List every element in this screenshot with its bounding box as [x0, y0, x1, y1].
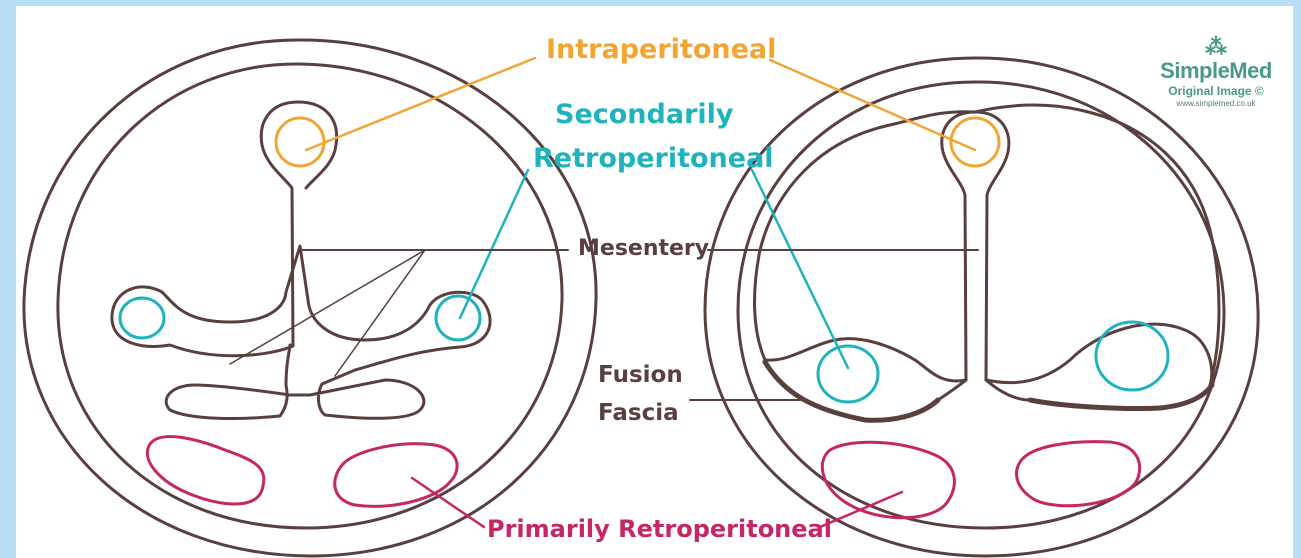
left-cross-section	[24, 40, 596, 556]
logo-subtitle: Original Image ©	[1153, 84, 1279, 98]
secondarily-leader-left	[460, 170, 528, 318]
label-intraperitoneal: Intraperitoneal	[546, 36, 776, 63]
label-fusion-line1: Fusion	[598, 364, 683, 387]
right-secondary-organ-left	[818, 346, 878, 402]
mesentery-pointer-1	[230, 250, 425, 364]
label-mesentery: Mesentery	[578, 238, 709, 260]
left-outer-body-wall	[24, 40, 596, 556]
peritoneum-diagram	[16, 6, 1293, 558]
right-cross-section	[705, 58, 1258, 556]
primarily-leader-right	[820, 492, 902, 527]
label-fusion-line2: Fascia	[598, 402, 679, 425]
left-primary-organ-left	[147, 437, 263, 504]
intraperitoneal-leader-right	[770, 60, 975, 150]
simplemed-logo-icon: ⁂	[1153, 36, 1279, 58]
left-peritoneal-lining	[58, 64, 562, 528]
right-outer-body-wall	[705, 58, 1258, 556]
diagram-frame	[16, 6, 1293, 558]
left-mesentery-fold	[112, 102, 490, 418]
left-intraperitoneal-organ	[276, 118, 324, 166]
right-primary-organ-left	[822, 442, 954, 518]
label-primarily-retroperitoneal: Primarily Retroperitoneal	[487, 517, 832, 541]
left-secondary-organ-right	[436, 296, 480, 340]
simplemed-logo: ⁂ SimpleMed Original Image © www.simplem…	[1153, 36, 1279, 110]
right-primary-organ-right	[1016, 442, 1139, 506]
secondarily-leader-right	[752, 170, 848, 368]
mesentery-pointer-2	[335, 250, 425, 376]
logo-url: www.simplemed.co.uk	[1153, 98, 1279, 110]
intraperitoneal-leader-left	[306, 58, 535, 150]
label-secondarily-line1: Secondarily	[555, 101, 734, 128]
logo-name: SimpleMed	[1153, 58, 1279, 84]
right-peritoneal-lining	[738, 82, 1224, 528]
right-fusion-fascia-left	[765, 362, 938, 420]
right-secondary-organ-right	[1096, 322, 1168, 390]
left-secondary-organ-left	[120, 298, 164, 338]
label-secondarily-line2: Retroperitoneal	[533, 145, 774, 172]
